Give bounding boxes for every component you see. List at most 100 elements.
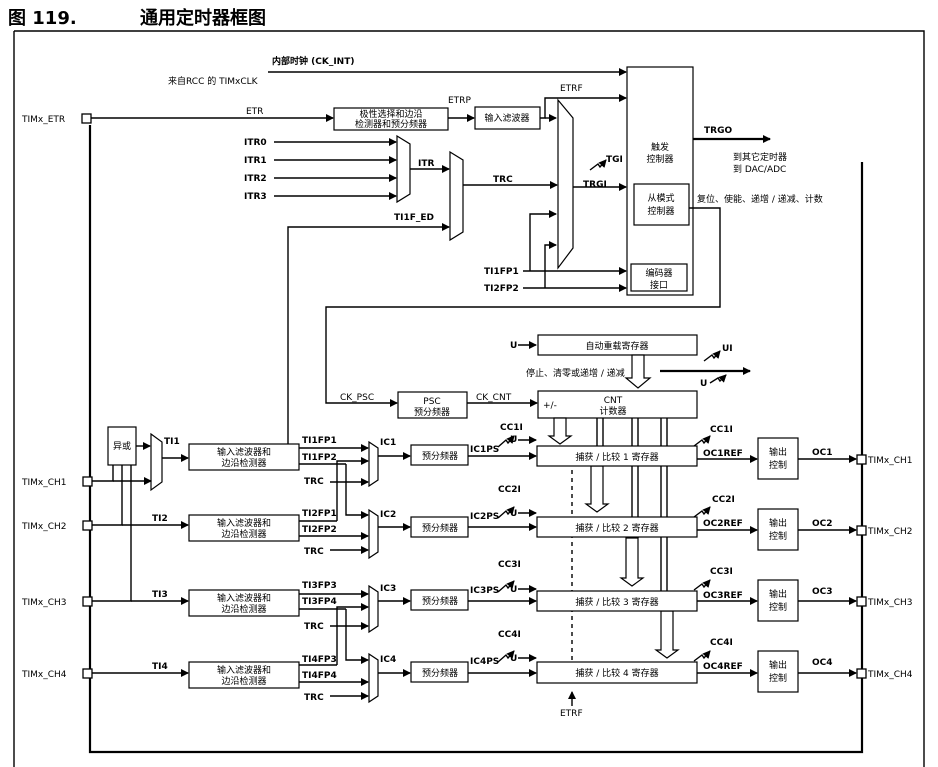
encoder-interface-box [630,263,688,292]
input-pins: TIMx_CH1 TIMx_CH2 TIMx_CH3 TIMx_CH4 [21,476,93,680]
cc2-register-label: 捕获 / 比较 2 寄存器 [575,522,658,534]
ic4-label: IC4 [380,655,396,665]
ch1-prescaler-box [410,444,469,466]
slave-to-psc-line [325,207,721,407]
ch1-output-ctrl-box [757,437,799,480]
ch4-trc: TRC [304,693,324,703]
ti2fp2-to-mux [544,241,557,288]
ic4ps-label: IC4PS [470,657,499,667]
ch2-filter-line1: 输入滤波器和 [217,517,271,529]
itr-label: ITR [418,159,434,169]
ch1-output-line2: 控制 [769,459,787,471]
ch3-u-label: U [510,585,517,595]
ch3-filter-box [188,589,300,617]
ch1-filter-box [188,443,300,471]
psc-sub: 预分频器 [414,406,450,418]
channel-3: TI3 输入滤波器和 边沿检测器 TI3FP3 TI3FP4 TRC IC3 预… [152,560,857,664]
ic2ps-label: IC2PS [470,512,499,522]
figure-number: 图 119. [8,8,77,29]
itr3-label: ITR3 [244,192,267,202]
cc2i-label: CC2I [712,495,735,505]
oc4-label: OC4 [812,658,833,668]
cnt-updown: +/- [543,401,557,411]
ch3-filter-line1: 输入滤波器和 [217,592,271,604]
cc1i-label-left: CC1I [500,423,523,433]
channel-1: TI1 输入滤波器和 边沿检测器 TI1FP1 TI1FP2 TRC IC1 预… [164,423,857,519]
cc4i-label: CC4I [710,638,733,648]
itr-inputs: ITR0 ITR1 ITR2 ITR3 [244,138,397,202]
ic1-mux [368,440,379,488]
ch2-fp-a: TI2FP1 [302,509,337,519]
ch1-trc: TRC [304,477,324,487]
trgo-dest2: 到 DAC/ADC [733,163,786,175]
psc-label: PSC [423,397,440,407]
cc3-register-label: 捕获 / 比较 3 寄存器 [575,596,658,608]
ch2-prescaler-label: 预分频器 [422,522,458,534]
ch4-output-line1: 输出 [769,659,787,671]
ic3ps-label: IC3PS [470,586,499,596]
ch3-trc: TRC [304,622,324,632]
autoreload-box [537,334,698,356]
pin-ch2-out-label: TIMx_CH2 [867,527,913,537]
pin-ch3-out-label: TIMx_CH3 [867,598,913,608]
ch2-output-ctrl-box [757,508,799,551]
ck-psc-label: CK_PSC [340,393,374,403]
trc-mux [449,150,464,242]
pin-ch4-out [856,668,867,679]
autoreload-u-label: U [510,341,517,351]
etr-label: ETR [246,107,263,117]
itr2-label: ITR2 [244,174,267,184]
encoder-line2: 接口 [650,279,668,291]
ti2fp2-trig-label: TI2FP2 [484,284,519,294]
outer-frame [14,30,925,767]
trigger-controller-box [626,66,694,296]
ti3-label: TI3 [152,590,168,600]
trgo-label: TRGO [704,126,732,136]
autoreload-to-cnt [624,354,652,389]
update-u-arrow [709,374,727,384]
ti4-label: TI4 [152,662,168,672]
cc1-register-box [536,445,698,467]
slave-output-label: 复位、使能、递增 / 递减、计数 [697,193,823,205]
ic1ps-label: IC1PS [470,445,499,455]
encoder-line1: 编码器 [645,267,672,279]
pin-ch2-in-label: TIMx_CH2 [21,522,67,532]
ch3-prescaler-label: 预分频器 [422,595,458,607]
pin-ch4-in [82,668,93,679]
channel-4: TI4 输入滤波器和 边沿检测器 TI4FP3 TI4FP4 TRC IC4 预… [152,603,857,704]
pin-ch4-in-label: TIMx_CH4 [21,670,67,680]
ic3-mux [368,584,379,634]
xor-box [107,426,137,466]
ch4-filter-box [188,661,300,689]
figure-title: 通用定时器框图 [140,7,266,29]
ch3-prescaler-box [410,589,469,611]
oc3-label: OC3 [812,587,833,597]
cc2i-label-left: CC2I [498,485,521,495]
ch1-fp-a: TI1FP1 [302,436,337,446]
trigger-controller-line1: 触发 [651,141,669,153]
itr-mux [396,134,411,204]
pin-ch2-in [82,520,93,531]
ch2-trc: TRC [304,547,324,557]
interrupt-arrows [497,435,711,663]
output-pins: TIMx_CH1 TIMx_CH2 TIMx_CH3 TIMx_CH4 [856,454,913,680]
ic4-mux [368,652,379,704]
tgi-label: TGI [606,155,623,165]
cc3i-label: CC3I [710,567,733,577]
ch1-filter-line1: 输入滤波器和 [217,446,271,458]
ch3-output-line2: 控制 [769,601,787,613]
pin-ch3-in-label: TIMx_CH3 [21,598,67,608]
stop-clear-label: 停止、清零或递增 / 递减 [526,367,625,379]
cnt-label: CNT [604,396,623,406]
ch1-prescaler-label: 预分频器 [422,450,458,462]
input-wiring [92,454,189,677]
trgi-mux [557,98,574,270]
clock-int-label: 内部时钟 (CK_INT) [272,55,354,67]
polarity-box [333,107,449,131]
oc3ref-label: OC3REF [703,591,743,601]
ch4-output-ctrl-box [757,650,799,693]
xor-label: 异或 [113,440,131,452]
ch2-filter-box [188,514,300,542]
pin-ch1-in-label: TIMx_CH1 [21,478,67,488]
cnt-sub: 计数器 [599,405,626,417]
